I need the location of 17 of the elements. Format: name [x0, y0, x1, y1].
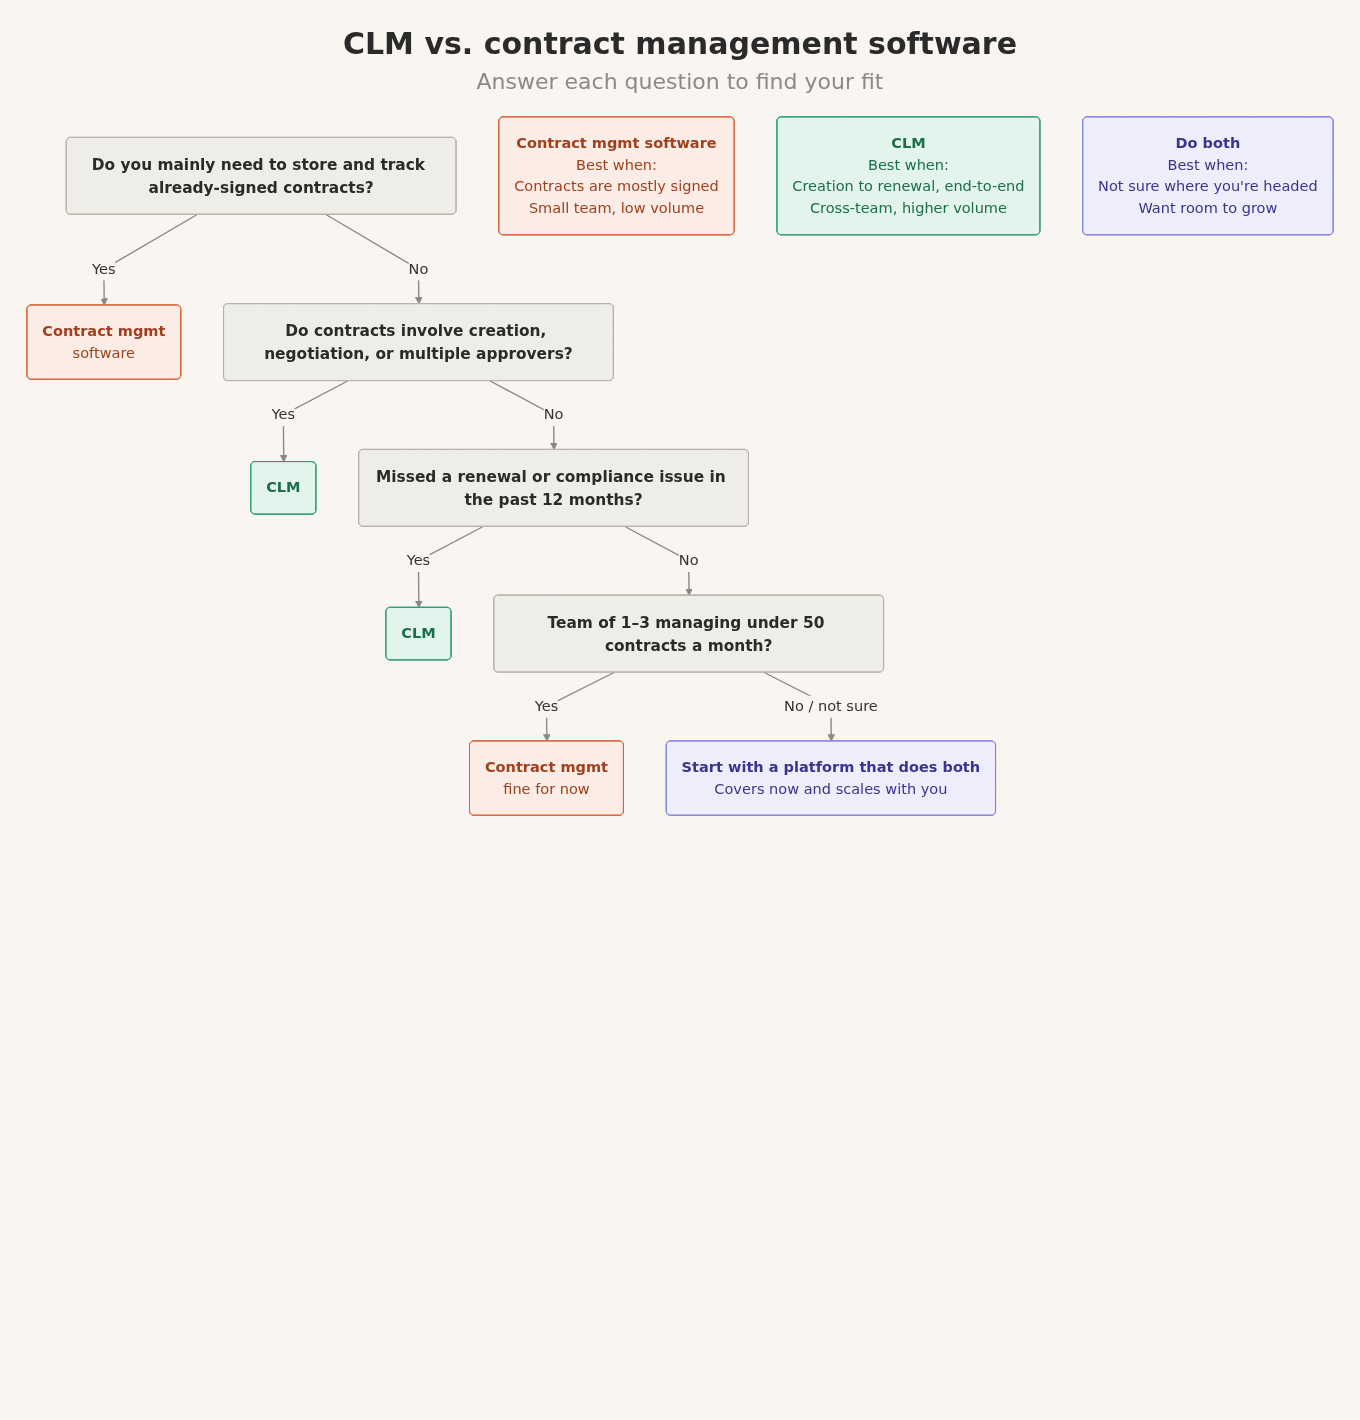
- arrow: [415, 526, 484, 609]
- edge-label: Yes: [271, 405, 296, 423]
- title: CLM vs. contract management software: [343, 26, 1017, 61]
- arrow: [325, 214, 423, 305]
- edge-label: No: [678, 551, 699, 569]
- subtitle: Answer each question to find your fit: [476, 69, 884, 94]
- edge-label: Yes: [534, 697, 559, 715]
- edge-label: No: [408, 260, 429, 278]
- arrow: [279, 380, 349, 463]
- edge-label: No: [543, 405, 564, 423]
- edge-label: No / not sure: [784, 697, 878, 715]
- edge-label: Yes: [406, 551, 431, 569]
- arrow: [624, 526, 693, 596]
- arrow: [489, 380, 558, 451]
- edge-label: Yes: [92, 260, 116, 278]
- arrow: [100, 214, 198, 306]
- arrow: [543, 671, 615, 742]
